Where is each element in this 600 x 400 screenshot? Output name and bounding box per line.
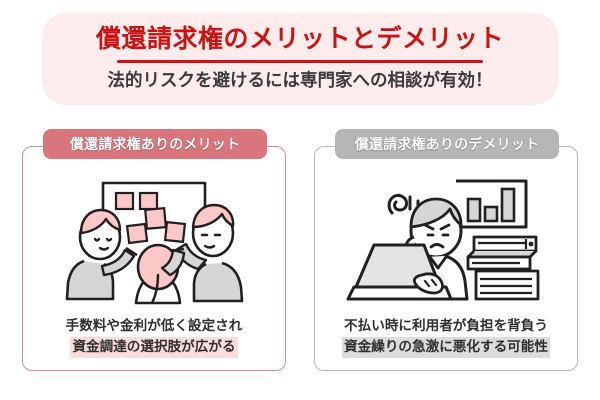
merit-card: 償還請求権ありのメリット <box>22 129 286 371</box>
demerit-illustration <box>315 173 577 309</box>
merit-card-header-label: 償還請求権ありのメリット <box>69 137 241 153</box>
title-underline <box>117 60 483 63</box>
worried-person-laptop-books-chart-icon <box>346 179 540 301</box>
merit-caption-line2: 資金調達の選択肢が広がる <box>70 337 238 358</box>
demerit-card: 償還請求権ありのデメリット <box>314 129 578 371</box>
merit-card-header: 償還請求権ありのメリット <box>43 129 267 159</box>
merit-caption-line1: 手数料や金利が低く設定され <box>65 318 243 334</box>
people-sticky-notes-whiteboard-icon <box>65 181 244 305</box>
demerit-card-header-label: 償還請求権ありのデメリット <box>354 137 540 153</box>
page-title: 償還請求権のメリットとデメリット <box>95 24 504 53</box>
merit-illustration <box>23 173 285 309</box>
merit-caption: 手数料や金利が低く設定され 資金調達の選択肢が広がる <box>23 316 285 358</box>
demerit-caption-line2: 資金繰りの急激に悪化する可能性 <box>342 337 550 358</box>
demerit-caption: 不払い時に利用者が負担を背負う 資金繰りの急激に悪化する可能性 <box>315 316 577 358</box>
page-subtitle: 法的リスクを避けるには専門家への相談が有効！ <box>107 71 493 91</box>
demerit-card-header: 償還請求権ありのデメリット <box>335 129 559 159</box>
demerit-caption-line1: 不払い時に利用者が負担を背負う <box>344 318 548 334</box>
header-banner <box>42 13 558 105</box>
